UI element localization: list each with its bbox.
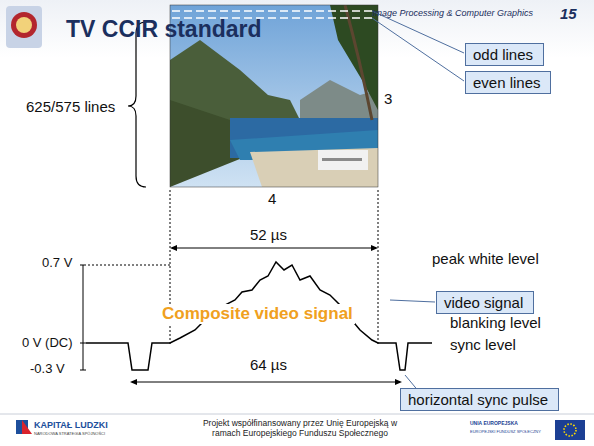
box-text: even lines [473, 74, 543, 91]
logo-text: UNIA EUROPEJSKA [470, 421, 518, 427]
logo-text: EUROPEJSKI FUNDUSZ SPOŁECZNY [470, 430, 541, 435]
dimension-64us-part [130, 379, 137, 385]
level-name: peak white level [432, 250, 539, 267]
box-text: odd lines [473, 46, 536, 63]
beach-photo-part [172, 10, 376, 12]
beach-photo-part [318, 150, 368, 170]
dimension-52us-part [170, 245, 177, 251]
leader-line [390, 300, 435, 302]
aspect-number: 4 [268, 190, 276, 207]
brace [128, 22, 146, 187]
callout-box: odd lines [465, 43, 544, 66]
dimension-52us-part [371, 245, 378, 251]
university-logo-part [6, 6, 42, 48]
dimension-64us-part [132, 382, 400, 383]
callout-box: even lines [465, 71, 551, 94]
beach-photo-part [250, 148, 378, 187]
kapital-ludzki-logo-part [22, 420, 32, 434]
funding-note: Projekt współfinansowany przez Unię Euro… [200, 419, 400, 439]
beach-photo-part [322, 158, 362, 161]
university-logo [6, 6, 42, 48]
line-count: 625/575 lines [26, 98, 115, 115]
voltage-label: 0.7 V [42, 256, 72, 271]
voltage-label: 0 V (DC) [22, 336, 73, 351]
voltage-scale [83, 265, 84, 370]
video-waveform [86, 262, 432, 370]
callout-box: horizontal sync pulse [400, 388, 559, 411]
dimension-64us [130, 379, 402, 385]
box-text: video signal [444, 294, 526, 311]
dotted-guide [378, 190, 379, 345]
aspect-number: 3 [384, 90, 392, 107]
level-tick [80, 265, 86, 266]
level-name: blanking level [450, 314, 541, 331]
beach-photo-part [330, 5, 378, 110]
page-number: 15 [560, 5, 577, 22]
level-guide [88, 265, 170, 266]
dimension-64us-part [395, 379, 402, 385]
eu-flag-part [564, 424, 576, 436]
footer-rule [0, 414, 594, 415]
level-name: sync level [450, 336, 516, 353]
header-subject: Image Processing & Computer Graphics [372, 8, 533, 18]
dimension-label: 64 µs [250, 356, 287, 373]
slide-title: TV CCIR standard [66, 16, 262, 42]
beach-photo-part [345, 5, 372, 120]
dimension-label: 52 µs [250, 226, 287, 243]
kapital-ludzki-logo [16, 420, 32, 434]
eu-flag-part [555, 420, 585, 440]
university-logo-part [11, 12, 37, 38]
logo-text: KAPITAŁ LUDZKI [34, 420, 108, 430]
voltage-label: -0.3 V [30, 362, 65, 377]
box-text: horizontal sync pulse [408, 391, 551, 408]
callout-box: video signal [436, 291, 534, 314]
dimension-52us [170, 245, 378, 251]
dimension-52us-part [172, 248, 376, 249]
university-logo-part [16, 17, 32, 33]
leader-line [372, 18, 464, 81]
logo-text: NARODOWA STRATEGIA SPÓJNOŚCI [34, 432, 105, 437]
level-tick [80, 370, 86, 371]
signal-caption: Composite video signal [160, 304, 355, 324]
eu-flag [555, 420, 585, 440]
